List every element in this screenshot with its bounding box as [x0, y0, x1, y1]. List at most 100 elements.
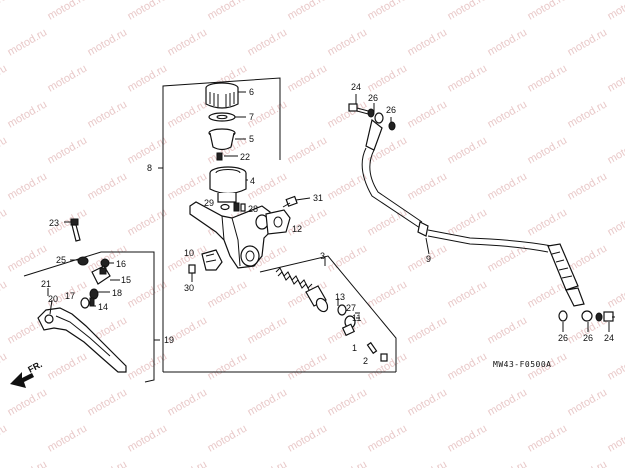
- part-label-p22: 22: [240, 152, 250, 162]
- watermark-text: motod.ru: [0, 350, 9, 382]
- part-label-p9: 9: [426, 254, 431, 264]
- watermark-text: motod.ru: [0, 134, 9, 166]
- watermark-text: motod.ru: [566, 242, 610, 274]
- watermark-text: motod.ru: [406, 98, 450, 130]
- watermark-text: motod.ru: [46, 0, 90, 23]
- part-label-p28: 28: [248, 204, 258, 214]
- part-label-p11: 11: [352, 313, 361, 323]
- part-label-p20: 20: [48, 294, 58, 304]
- watermark-text: motod.ru: [446, 350, 490, 382]
- watermark-text: motod.ru: [6, 98, 50, 130]
- piston-kit-part: [275, 267, 388, 362]
- part-label-p15: 15: [121, 275, 131, 285]
- watermark-text: motod.ru: [86, 386, 130, 418]
- watermark-text: motod.ru: [0, 62, 9, 94]
- watermark-text: motod.ru: [326, 98, 370, 130]
- watermark-text: motod.ru: [166, 386, 210, 418]
- part-label-p6: 6: [249, 87, 254, 97]
- part-label-p1: 1: [352, 343, 357, 353]
- watermark-text: motod.ru: [606, 0, 625, 23]
- watermark-text: motod.ru: [526, 422, 570, 454]
- watermark-text: motod.ru: [486, 170, 530, 202]
- watermark-text: motod.ru: [566, 98, 610, 130]
- watermark-text: motod.ru: [46, 422, 90, 454]
- part-label-p7: 7: [249, 112, 254, 122]
- part-label-p16: 16: [116, 259, 126, 269]
- part-label-p25: 25: [56, 255, 66, 265]
- watermark-text: motod.ru: [246, 386, 290, 418]
- part-label-p4: 4: [250, 176, 255, 186]
- watermark-text: motod.ru: [486, 242, 530, 274]
- oring-part: [220, 202, 246, 212]
- watermark-text: motod.ru: [246, 458, 290, 468]
- watermark-text: motod.ru: [526, 62, 570, 94]
- watermark-text: motod.ru: [46, 62, 90, 94]
- diaphragm-part: [208, 128, 246, 151]
- part-label-p24a: 24: [351, 82, 361, 92]
- watermark-text: motod.ru: [406, 26, 450, 58]
- watermark-text: motod.ru: [246, 314, 290, 346]
- part-label-p26a: 26: [368, 93, 378, 103]
- pivot-parts: [80, 258, 120, 309]
- watermark-text: motod.ru: [126, 0, 170, 23]
- reservoir-cap-part: [205, 82, 246, 109]
- watermark-text: motod.ru: [566, 170, 610, 202]
- part-label-p27: 27: [346, 303, 356, 313]
- watermark-text: motod.ru: [366, 278, 410, 310]
- watermark-text: motod.ru: [526, 278, 570, 310]
- part-label-p31: 31: [313, 193, 323, 203]
- part-label-p30: 30: [184, 283, 194, 293]
- watermark-text: motod.ru: [0, 0, 9, 23]
- watermark-text: motod.ru: [446, 278, 490, 310]
- watermark-text: motod.ru: [366, 422, 410, 454]
- watermark-text: motod.ru: [286, 350, 330, 382]
- watermark-text: motod.ru: [526, 134, 570, 166]
- watermark-text: motod.ru: [286, 0, 330, 23]
- part-label-p17: 17: [65, 291, 75, 301]
- watermark-text: motod.ru: [206, 350, 250, 382]
- watermark-text: motod.ru: [486, 314, 530, 346]
- watermark-text: motod.ru: [406, 170, 450, 202]
- watermark-text: motod.ru: [366, 0, 410, 23]
- master-cylinder-body: [189, 201, 291, 269]
- watermark-text: motod.ru: [166, 26, 210, 58]
- brake-lever-part: [37, 299, 127, 373]
- watermark-text: motod.ru: [366, 206, 410, 238]
- watermark-text: motod.ru: [446, 422, 490, 454]
- watermark-text: motod.ru: [246, 26, 290, 58]
- watermark-text: motod.ru: [6, 458, 50, 468]
- drawing-code: MW43-F0500A: [493, 360, 551, 369]
- watermark-text: motod.ru: [566, 386, 610, 418]
- leader-lines: [47, 94, 610, 332]
- part-label-p19: 19: [164, 335, 174, 345]
- watermark-text: motod.ru: [326, 386, 370, 418]
- group-bracket-3: [259, 255, 397, 345]
- watermark-text: motod.ru: [366, 62, 410, 94]
- part-label-p12: 12: [292, 224, 302, 234]
- part-label-p26d: 26: [583, 333, 593, 343]
- watermark-text: motod.ru: [206, 422, 250, 454]
- part-label-p10: 10: [184, 248, 194, 258]
- watermark-text: motod.ru: [166, 98, 210, 130]
- watermark-text: motod.ru: [206, 278, 250, 310]
- front-label: FR.: [26, 359, 43, 375]
- switch-part: [188, 249, 223, 282]
- reservoir-body-part: [209, 166, 248, 203]
- watermark-text: motod.ru: [46, 350, 90, 382]
- watermark-text: motod.ru: [526, 206, 570, 238]
- plate-part: [208, 112, 246, 122]
- part-label-p26b: 26: [386, 105, 396, 115]
- watermark-text: motod.ru: [326, 242, 370, 274]
- float-part: [216, 152, 238, 161]
- watermark-text: motod.ru: [0, 206, 9, 238]
- watermark-text: motod.ru: [6, 26, 50, 58]
- watermark-text: motod.ru: [486, 26, 530, 58]
- part-label-p23: 23: [49, 218, 59, 228]
- part-label-p24b: 24: [604, 333, 614, 343]
- watermark-text: motod.ru: [606, 206, 625, 238]
- watermark-text: motod.ru: [0, 422, 9, 454]
